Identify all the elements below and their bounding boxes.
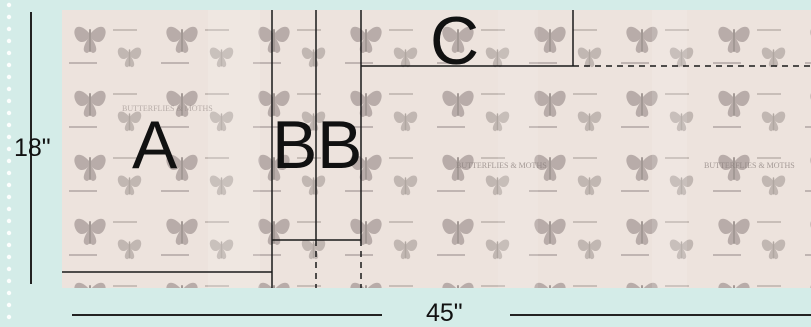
fabric-print-text-1: BUTTERFLIES & MOTHS	[456, 161, 547, 170]
width-dimension-line-left	[72, 314, 382, 316]
border-dot	[7, 75, 11, 79]
border-dot	[7, 183, 11, 187]
border-dot	[7, 111, 11, 115]
width-dimension-label: 45"	[426, 301, 463, 326]
border-dot	[7, 99, 11, 103]
border-dot	[7, 219, 11, 223]
border-dot	[7, 135, 11, 139]
border-dot	[7, 51, 11, 55]
fabric-print-text-2: BUTTERFLIES & MOTHS	[704, 161, 795, 170]
piece-c-label: C	[430, 7, 479, 75]
piece-a-label: A	[132, 111, 177, 179]
border-dot	[7, 171, 11, 175]
border-dot	[7, 231, 11, 235]
height-dimension-label: 18"	[14, 136, 51, 161]
border-dot	[7, 315, 11, 319]
border-dot	[7, 123, 11, 127]
border-dot	[7, 159, 11, 163]
border-dot	[7, 291, 11, 295]
border-dot	[7, 255, 11, 259]
border-dot	[7, 27, 11, 31]
border-dot	[7, 279, 11, 283]
width-dimension-line-right	[510, 314, 811, 316]
border-dot	[7, 15, 11, 19]
border-dot	[7, 303, 11, 307]
border-dot	[7, 267, 11, 271]
border-dot	[7, 207, 11, 211]
border-dot	[7, 147, 11, 151]
border-dot	[7, 195, 11, 199]
border-dot	[7, 243, 11, 247]
border-dot	[7, 63, 11, 67]
border-dot	[7, 39, 11, 43]
piece-b1-label: B	[272, 111, 317, 179]
border-dot	[7, 3, 11, 7]
dotted-border-decoration	[0, 0, 18, 327]
piece-b2-label: B	[317, 111, 362, 179]
border-dot	[7, 87, 11, 91]
